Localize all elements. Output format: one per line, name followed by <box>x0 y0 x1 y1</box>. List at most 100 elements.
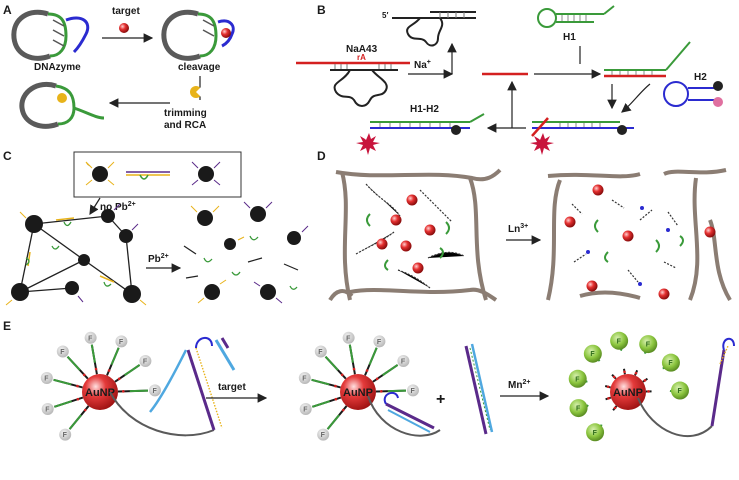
cleaved-ends-right <box>586 206 670 286</box>
rca-product-icon <box>19 82 105 129</box>
cleavage-label: cleavage <box>178 62 221 73</box>
fluorophore-label: F <box>45 406 50 413</box>
quenched-fluorophore-icon <box>56 345 69 358</box>
catalytic-loop <box>333 69 388 107</box>
target-strand-icon <box>214 339 236 371</box>
h1h2-duplex-icon <box>356 113 485 155</box>
target-bound-dnazyme-icon <box>383 391 435 433</box>
five-prime-label: 5′ <box>382 11 388 20</box>
tether-strand <box>109 391 215 437</box>
arrow-icon <box>621 83 651 113</box>
cleavage-site <box>340 373 344 377</box>
pb-label: Pb2+ <box>148 253 169 265</box>
cleavage-site <box>634 371 638 375</box>
quenched-fluorophore-icon <box>84 331 97 344</box>
probe-arm-tip <box>124 364 141 377</box>
quenched-fluorophore-icon <box>314 345 327 358</box>
ion-spheres-right <box>564 184 716 300</box>
ln-label: Ln3+ <box>508 223 528 235</box>
legend-components <box>85 161 221 186</box>
fluorescent-fluorophore-icon <box>568 369 587 388</box>
dispersed-particles <box>183 201 309 304</box>
aggregated-network <box>5 203 147 306</box>
fluorophore-label: F <box>576 406 581 413</box>
cleavage-site <box>352 367 356 371</box>
quenched-fluorophore-icon <box>139 354 152 367</box>
cleavage-site <box>83 408 87 412</box>
dnazyme-label: DNAzyme <box>34 62 81 73</box>
quenched-fluorophore-icon <box>317 428 330 441</box>
ternary-complex-icon <box>530 117 634 155</box>
tether-strand <box>367 395 441 437</box>
panel-c: C no Pb2+ <box>3 149 309 306</box>
fluorophore-label: F <box>143 358 148 365</box>
probe-arm-tip <box>312 400 331 408</box>
base-pairs <box>334 64 392 69</box>
panel-c-label: C <box>3 149 12 163</box>
fluorophore-label: F <box>646 342 651 349</box>
h1-fragment-duplex-icon <box>604 41 691 78</box>
probe-arm-tip <box>324 355 339 371</box>
fluorophore-label: F <box>677 388 682 395</box>
fluorescent-fluorophore-icon <box>639 335 658 354</box>
fluorophore-label: F <box>346 335 351 342</box>
fluorophore-label: F <box>321 432 326 439</box>
cleavage-site <box>76 384 79 388</box>
cleavage-site <box>607 397 610 400</box>
quenched-fluorophore-icon <box>373 335 386 348</box>
h1h2-label: H1-H2 <box>410 104 439 115</box>
h1-hairpin-icon <box>537 5 615 28</box>
dna-fragments-right <box>571 199 679 283</box>
cleavage-site <box>121 390 125 393</box>
panel-b-label: B <box>317 3 326 17</box>
quenched-fluorophore-icon <box>115 335 128 348</box>
fluorophore-label: F <box>303 406 308 413</box>
target-label-e: target <box>218 382 246 393</box>
cleavage-site <box>606 385 610 389</box>
cleavage-site <box>82 373 86 377</box>
fluorescent-fluorophore-icon <box>569 399 588 418</box>
probe-arm-tip <box>387 389 407 393</box>
fluorophore-label: F <box>401 358 406 365</box>
probe-arm-tip <box>54 400 73 408</box>
cleavage-site <box>623 370 626 374</box>
fluorophore-label: F <box>668 360 673 367</box>
hydrogel-network-right <box>546 168 732 302</box>
panel-b: B NaA43 rA Na+ 5′ <box>296 3 723 155</box>
gold-nanoparticle-icon <box>610 374 646 410</box>
fluorophore-label: F <box>410 388 415 395</box>
fluorescent-fluorophore-icon <box>661 353 680 372</box>
probe-arm-tip <box>66 355 81 371</box>
fluorescent-fluorophore-icon <box>583 344 602 363</box>
plus-sign: + <box>436 391 445 408</box>
probe-arm-tip <box>382 364 399 377</box>
cleavage-site <box>76 397 80 401</box>
cleavage-site <box>365 369 369 372</box>
fluorophore-label: F <box>152 388 157 395</box>
quenched-fluorophore-icon <box>40 372 53 385</box>
quenched-fluorophore-icon <box>59 428 72 441</box>
cleavage-site <box>647 390 650 393</box>
probe-arm-tip <box>129 389 149 393</box>
rca-label: and RCA <box>164 120 206 131</box>
dnazyme-complex-icon <box>11 9 90 61</box>
na-label: Na+ <box>414 59 431 71</box>
panel-a: A DNAzyme target cleavage trim <box>3 3 235 131</box>
mn-label: Mn2+ <box>508 379 530 391</box>
fluorophore-label: F <box>44 376 49 383</box>
released-enzyme-icon <box>392 11 476 47</box>
trimming-label: trimming <box>164 108 207 119</box>
quenched-fluorophore-icon <box>406 384 419 397</box>
probe-arm-tip <box>68 414 82 430</box>
fluorophore-label: F <box>617 338 622 345</box>
gold-nanoparticle-icon <box>340 374 376 410</box>
panel-e-label: E <box>3 319 11 333</box>
cleavage-site <box>117 377 121 381</box>
fluorophore-label: F <box>88 335 93 342</box>
tether-strand <box>637 397 713 437</box>
fluorophore-label: F <box>60 349 65 356</box>
